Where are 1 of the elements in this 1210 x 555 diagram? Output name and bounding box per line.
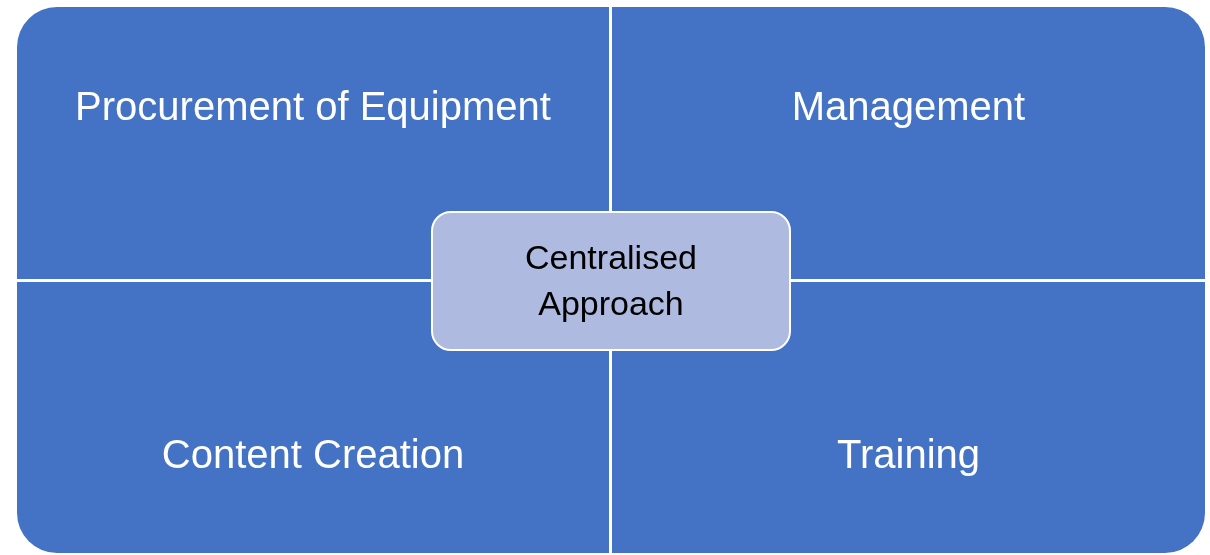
center-box: Centralised Approach (431, 211, 791, 351)
